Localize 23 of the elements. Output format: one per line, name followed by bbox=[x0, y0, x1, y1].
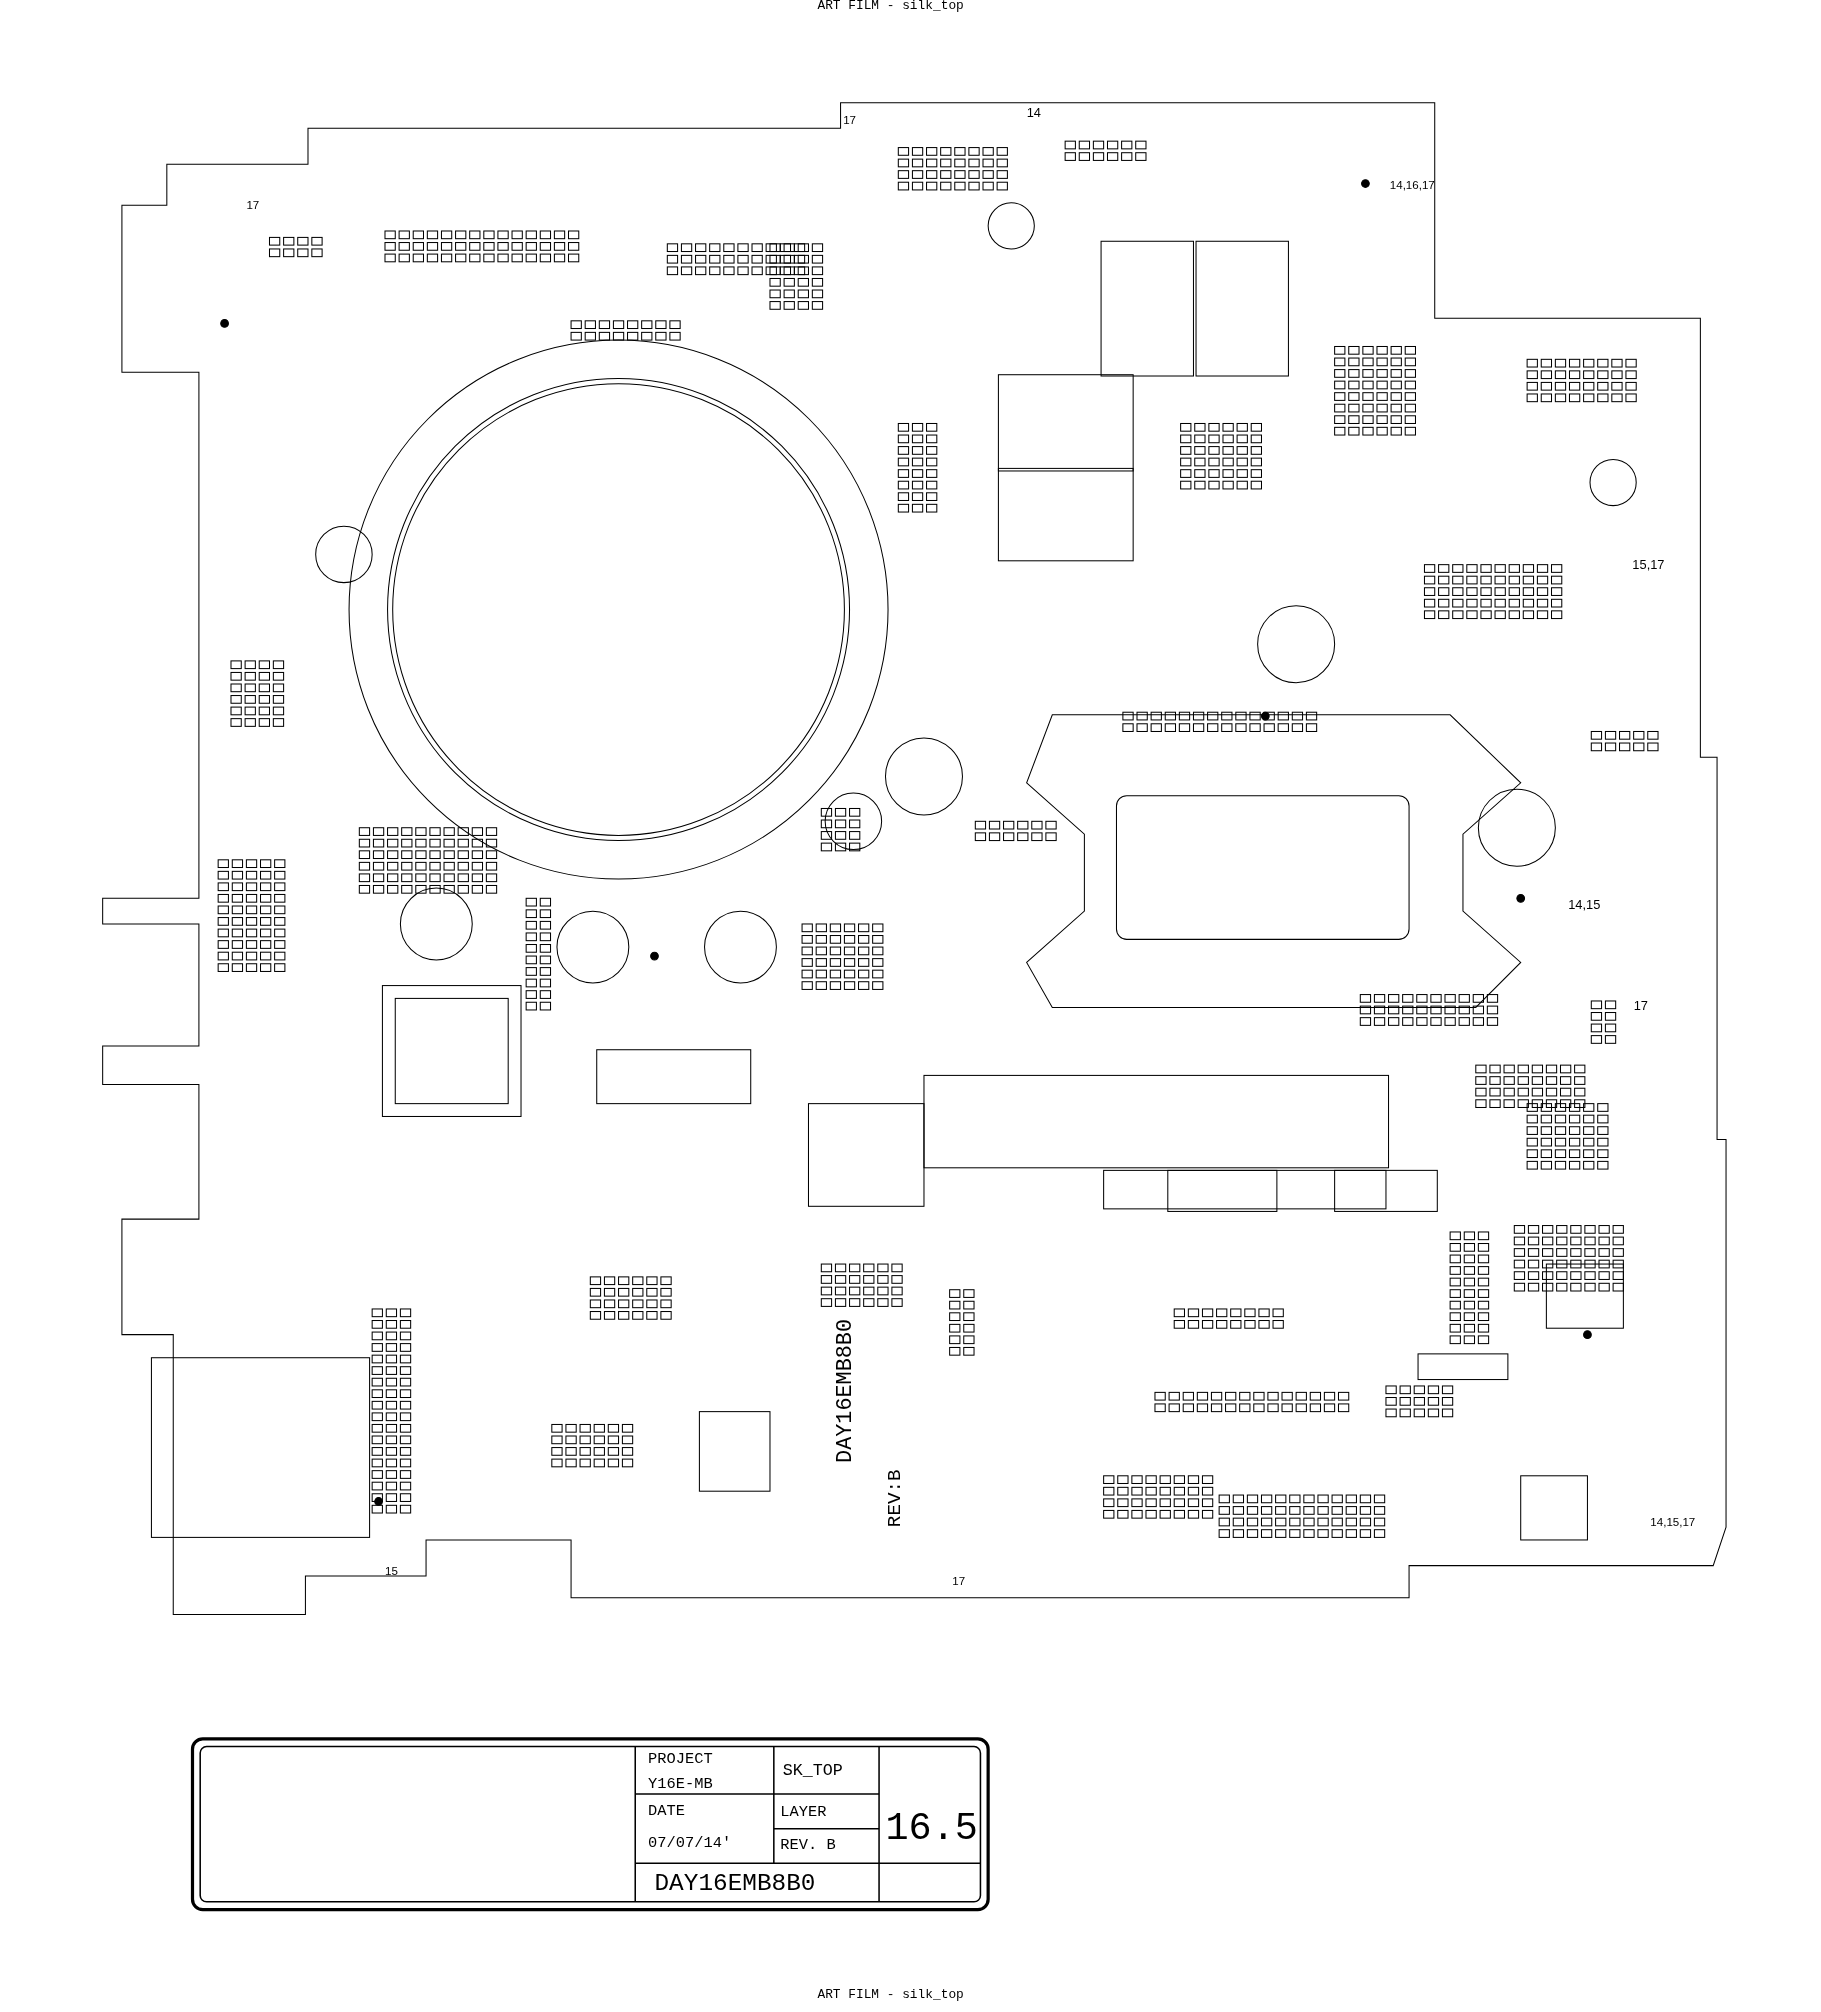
board-revision-text: REV:B bbox=[885, 1469, 905, 1528]
layer-marker-text: 17 bbox=[246, 200, 260, 212]
title-block-value: REV. B bbox=[780, 1837, 836, 1854]
board-part-number: DAY16EMB8B0 bbox=[834, 1318, 856, 1463]
layer-marker-text: 17 bbox=[843, 115, 856, 128]
layer-marker-text: 14 bbox=[1026, 106, 1041, 120]
layer-marker-text: 14,15,17 bbox=[1650, 1516, 1696, 1529]
title-block-label: PROJECT bbox=[648, 1751, 713, 1768]
title-block-value: SK_TOP bbox=[782, 1761, 843, 1779]
layer-marker-text: 15,17 bbox=[1632, 558, 1665, 572]
layer-marker-text: 14,15 bbox=[1568, 898, 1601, 912]
layer-marker-text: 14,16,17 bbox=[1389, 179, 1435, 192]
title-block-label: LAYER bbox=[780, 1804, 827, 1820]
page-footer-text: ART FILM - silk_top bbox=[817, 1989, 964, 2002]
title-block-value: 07/07/14' bbox=[648, 1835, 732, 1851]
page-header-text: ART FILM - silk_top bbox=[817, 0, 964, 13]
title-block-label: DATE bbox=[648, 1803, 686, 1819]
layer-marker-text: 17 bbox=[952, 1575, 966, 1588]
revision-number: 16.5 bbox=[885, 1809, 978, 1848]
title-block-value: DAY16EMB8B0 bbox=[654, 1872, 816, 1897]
layer-marker-text: 17 bbox=[1633, 999, 1648, 1013]
layer-marker-text: 15 bbox=[385, 1565, 398, 1578]
title-block-value: Y16E-MB bbox=[648, 1776, 713, 1792]
